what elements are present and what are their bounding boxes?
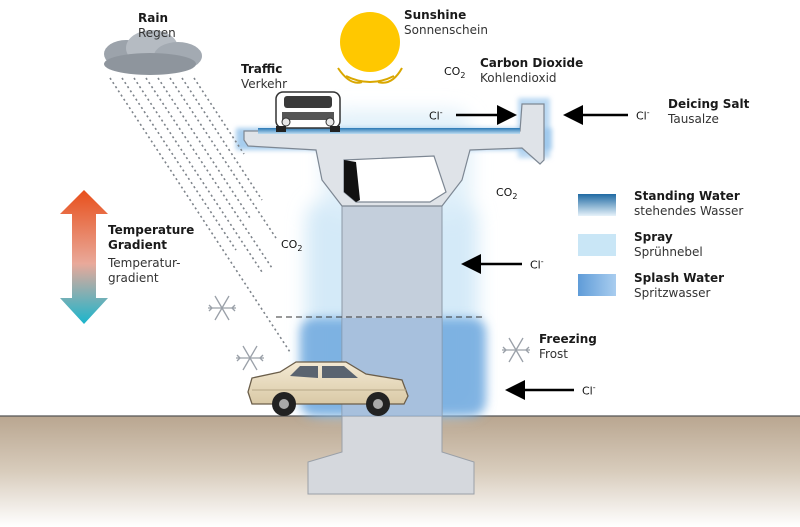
rain-label-en: Rain xyxy=(138,11,168,25)
temperature-gradient-label: Temperature Gradient Temperatur- gradien… xyxy=(108,223,194,286)
co2-label: CO2 xyxy=(496,186,518,202)
sunshine-label-en: Sunshine xyxy=(404,8,467,22)
freezing-label-en: Freezing xyxy=(539,332,597,346)
deicing-salt-label-de: Tausalze xyxy=(668,112,719,126)
freezing-label: Freezing Frost xyxy=(539,332,597,362)
car-side-icon xyxy=(247,361,409,416)
carbon-dioxide-label: Carbon Dioxide Kohlendioxid xyxy=(480,56,583,86)
temperature-gradient-en-1: Temperature xyxy=(108,223,195,237)
sunshine-label-de: Sonnenschein xyxy=(404,23,488,37)
legend-label-en: Spray xyxy=(634,230,673,244)
temperature-gradient-de-2: gradient xyxy=(108,271,159,285)
chloride-label: Cl- xyxy=(636,108,650,123)
car-front-icon xyxy=(275,91,341,132)
temperature-gradient-arrow xyxy=(60,190,108,324)
deck-standing-water xyxy=(258,128,520,134)
snowflake-icon xyxy=(208,295,236,321)
bridge-deck xyxy=(243,103,545,207)
legend-label-de: Spritzwasser xyxy=(634,286,711,300)
rain-cloud xyxy=(102,30,202,75)
legend-swatch-splash-water xyxy=(578,274,616,296)
rain-label: Rain Regen xyxy=(138,11,176,41)
legend-label-en: Standing Water xyxy=(634,189,740,203)
snowflake-icon xyxy=(502,337,530,363)
chloride-label: Cl- xyxy=(429,108,443,123)
rain-label-de: Regen xyxy=(138,26,176,40)
deicing-salt-label-en: Deicing Salt xyxy=(668,97,750,111)
rain-streaks xyxy=(109,77,291,353)
traffic-label: Traffic Verkehr xyxy=(241,62,287,92)
legend-item-standing-water: Standing Water stehendes Wasser xyxy=(634,189,743,219)
deicing-salt-label: Deicing Salt Tausalze xyxy=(668,97,749,127)
traffic-label-de: Verkehr xyxy=(241,77,288,91)
temperature-gradient-de-1: Temperatur- xyxy=(108,256,181,270)
legend-label-de: stehendes Wasser xyxy=(634,204,744,218)
chloride-label: Cl- xyxy=(582,383,596,398)
legend-swatch-standing-water xyxy=(578,194,616,216)
sunshine-label: Sunshine Sonnenschein xyxy=(404,8,488,38)
chloride-label: Cl- xyxy=(530,257,544,272)
carbon-dioxide-label-en: Carbon Dioxide xyxy=(480,56,584,70)
legend-item-spray: Spray Sprühnebel xyxy=(634,230,703,260)
sun-icon xyxy=(334,9,406,84)
legend-item-splash-water: Splash Water Spritzwasser xyxy=(634,271,724,301)
legend-label-en: Splash Water xyxy=(634,271,725,285)
freezing-label-de: Frost xyxy=(539,347,568,361)
co2-label: CO2 xyxy=(281,238,303,254)
legend-label-de: Sprühnebel xyxy=(634,245,703,259)
carbon-dioxide-label-de: Kohlendioxid xyxy=(480,71,557,85)
co2-label: CO2 xyxy=(444,65,466,81)
temperature-gradient-en-2: Gradient xyxy=(108,238,167,252)
legend-swatch-spray xyxy=(578,234,616,256)
footing xyxy=(307,415,475,495)
snowflake-icon xyxy=(236,345,264,371)
traffic-label-en: Traffic xyxy=(241,62,283,76)
